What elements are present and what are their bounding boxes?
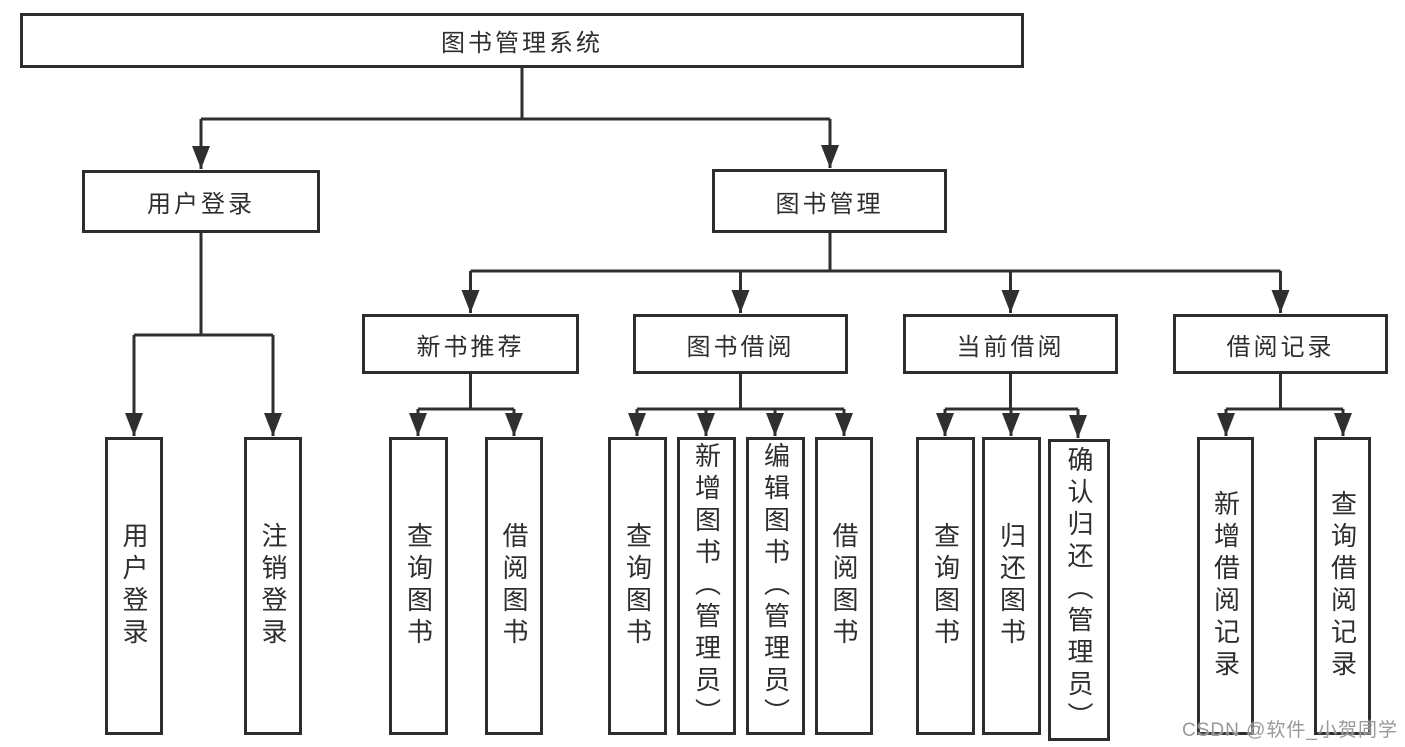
node-book-management: 图书管理 [712, 169, 947, 233]
leaf-return-book: 归还图书 [982, 437, 1041, 735]
connector-user-login-to-leaves [132, 233, 275, 436]
node-label: 图书借阅 [686, 333, 795, 361]
connector-borrow-record-to-leaves [1224, 374, 1345, 436]
node-label: 新增图书（管理员） [691, 442, 722, 730]
node-label: 查询图书 [930, 522, 961, 650]
arrow-down-icons [125, 145, 1352, 438]
leaf-edit-book-admin: 编辑图书（管理员） [746, 437, 805, 735]
node-label: 借阅图书 [499, 522, 529, 650]
connector-root-to-level2 [199, 68, 832, 169]
node-label: 当前借阅 [956, 333, 1065, 361]
arrow-down-icon [1217, 413, 1235, 436]
leaf-user-login: 用户登录 [105, 437, 163, 735]
arrow-down-icon [505, 413, 523, 436]
leaf-query-borrow-record: 查询借阅记录 [1314, 437, 1371, 735]
node-label: 图书管理系统 [441, 30, 603, 57]
arrow-down-icon [821, 145, 839, 168]
node-label: 查询图书 [622, 522, 653, 650]
node-label: 查询借阅记录 [1327, 490, 1358, 682]
node-label: 查询图书 [403, 522, 434, 650]
connector-book-borrow-to-leaves [635, 374, 846, 436]
leaf-borrow-books: 借阅图书 [815, 437, 873, 735]
arrow-down-icon [1002, 413, 1020, 436]
leaf-query-books-current: 查询图书 [916, 437, 975, 735]
node-label: 借阅图书 [829, 522, 859, 650]
node-borrow-record: 借阅记录 [1173, 314, 1388, 374]
leaf-confirm-return-admin: 确认归还（管理员） [1048, 439, 1110, 741]
arrow-down-icon [264, 413, 282, 436]
node-root-library-management-system: 图书管理系统 [20, 13, 1024, 68]
arrow-down-icon [731, 290, 750, 313]
arrow-down-icon [461, 290, 480, 313]
node-label: 新书推荐 [416, 333, 525, 361]
arrow-down-icon [766, 413, 784, 436]
leaf-borrow-books-recommend: 借阅图书 [485, 437, 543, 735]
arrow-down-icon [628, 413, 646, 436]
csdn-watermark: CSDN @软件_小贺同学 [1182, 720, 1398, 741]
leaf-logout: 注销登录 [244, 437, 302, 735]
leaf-query-books-borrow: 查询图书 [608, 437, 667, 735]
node-label: 借阅记录 [1226, 333, 1335, 361]
connector-book-management-to-level3 [469, 233, 1282, 313]
leaf-add-book-admin: 新增图书（管理员） [677, 437, 736, 735]
arrow-down-icon [1271, 290, 1290, 313]
node-label: 用户登录 [119, 522, 149, 650]
arrow-down-icon [1001, 290, 1020, 313]
node-current-borrow: 当前借阅 [903, 314, 1118, 374]
node-label: 编辑图书（管理员） [760, 442, 791, 730]
node-label: 新增借阅记录 [1210, 490, 1241, 682]
arrow-down-icon [192, 146, 210, 169]
node-label: 确认归还（管理员） [1064, 446, 1094, 734]
node-label: 图书管理 [775, 190, 884, 218]
arrow-down-icon [835, 413, 853, 436]
node-label: 用户登录 [147, 191, 255, 218]
node-user-login: 用户登录 [82, 170, 320, 233]
node-new-book-recommend: 新书推荐 [362, 314, 579, 374]
node-book-borrow: 图书借阅 [633, 314, 848, 374]
arrow-down-icon [1334, 413, 1352, 436]
node-label: 归还图书 [996, 522, 1027, 650]
leaf-query-books-recommend: 查询图书 [389, 437, 448, 735]
arrow-down-icon [1069, 415, 1087, 438]
arrow-down-icon [125, 413, 143, 436]
node-label: 注销登录 [258, 522, 288, 650]
arrow-down-icon [409, 413, 427, 436]
connector-new-book-recommend-to-leaves [416, 374, 516, 436]
arrow-down-icon [697, 413, 715, 436]
leaf-add-borrow-record: 新增借阅记录 [1197, 437, 1254, 735]
arrow-down-icon [936, 413, 954, 436]
